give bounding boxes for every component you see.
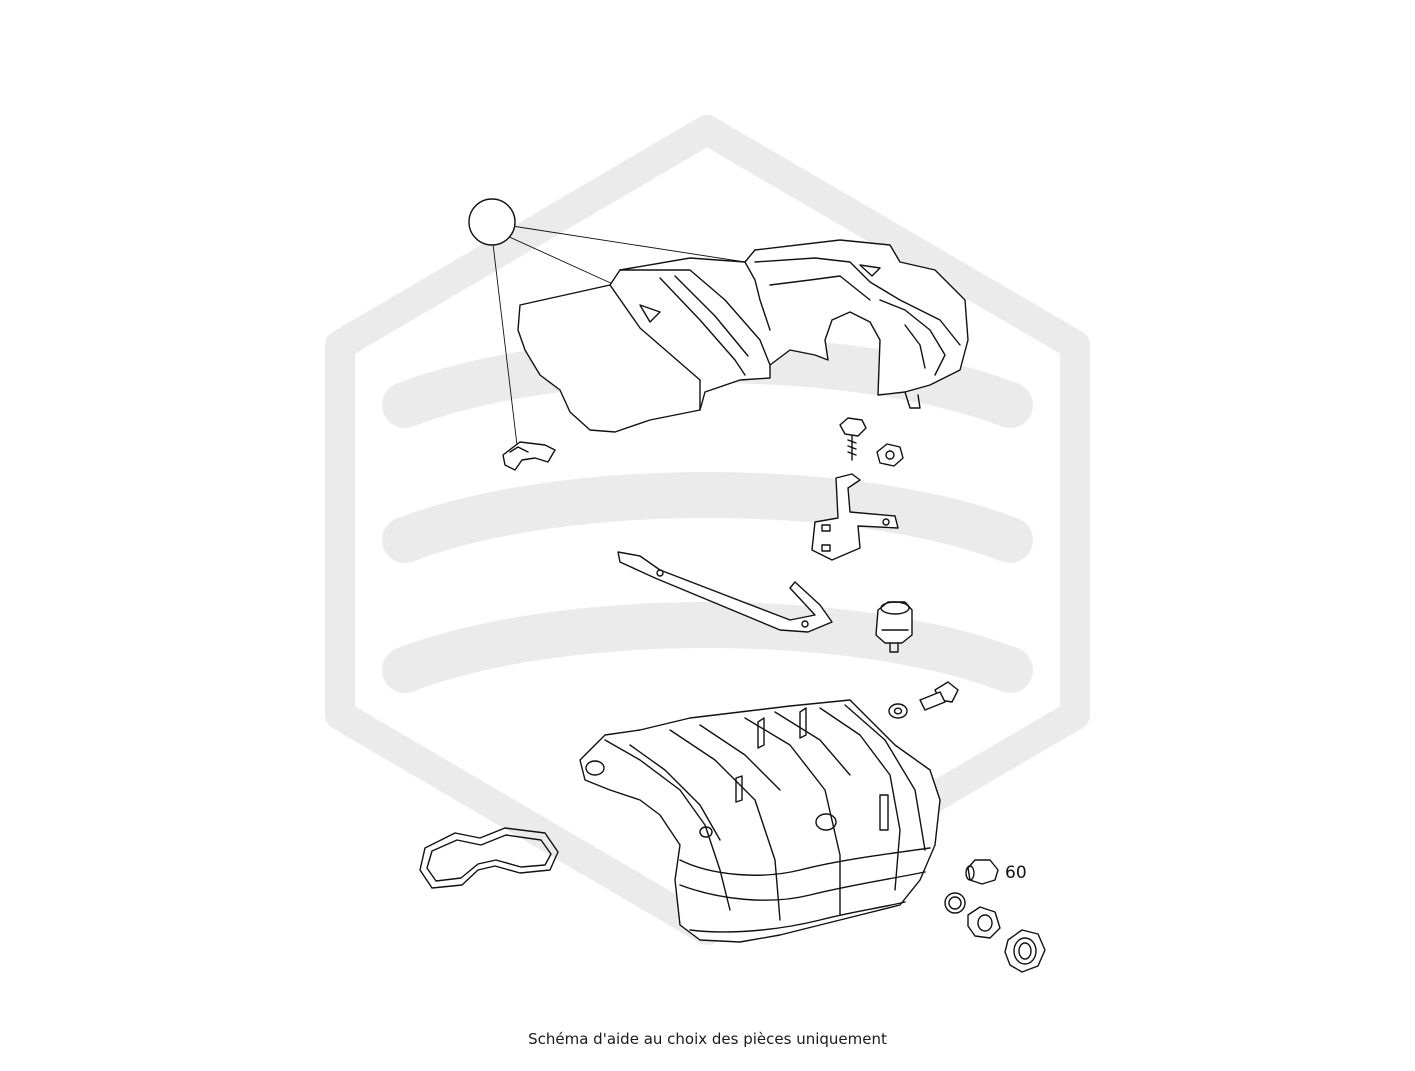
- intake-gasket: [419, 827, 559, 889]
- engine-cover: [517, 239, 969, 433]
- threaded-fitting: [967, 906, 1001, 939]
- o-ring: [944, 892, 966, 914]
- callout-circle: [468, 198, 516, 246]
- washer-lower: [888, 703, 908, 719]
- diagram-caption: Schéma d'aide au choix des pièces unique…: [528, 1030, 887, 1048]
- callout-label-60: 60: [1005, 863, 1027, 883]
- leader-lines: [492, 225, 746, 446]
- bolt-lower: [919, 681, 959, 711]
- cover-clip: [502, 441, 556, 471]
- bolt-upper: [839, 417, 867, 461]
- intake-manifold: [579, 699, 941, 943]
- mounting-bracket: [811, 473, 899, 561]
- rubber-mount: [875, 601, 913, 653]
- ring-nut: [1004, 929, 1046, 973]
- plug-60: [965, 859, 999, 885]
- stay-strap: [617, 551, 833, 633]
- nut-upper: [876, 443, 904, 467]
